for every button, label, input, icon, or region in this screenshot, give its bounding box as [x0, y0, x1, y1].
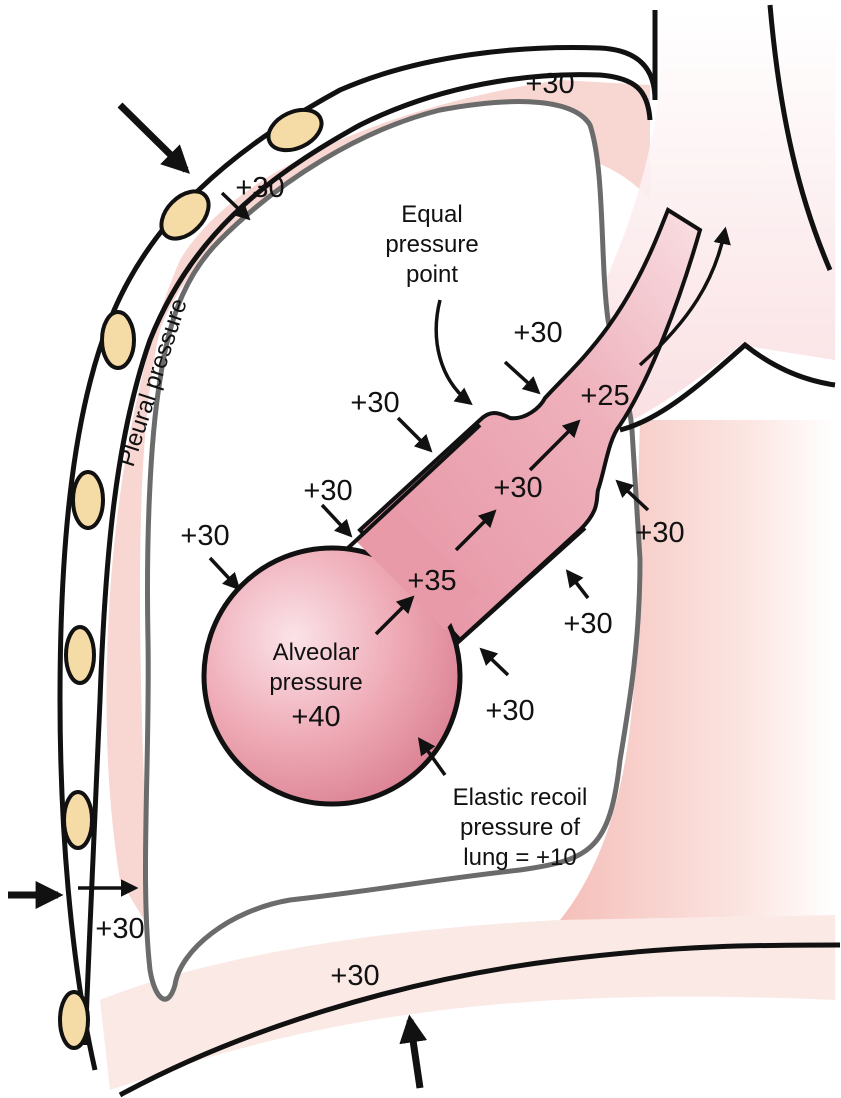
alveolar-value: +40: [291, 701, 340, 733]
elastic-label-line1: Elastic recoil: [453, 784, 588, 811]
equal-label-line3: point: [406, 261, 458, 288]
elastic-label-line3: lung = +10: [463, 844, 576, 871]
pleural-value-top: +30: [525, 68, 574, 100]
pleural-value-right: +30: [635, 517, 684, 549]
airway-pressure-25: +25: [580, 380, 629, 412]
alveolar-label-line2: pressure: [269, 669, 362, 696]
pleural-value-lower: +30: [485, 695, 534, 727]
pleural-value-near-epp: +30: [513, 317, 562, 349]
equal-label-line1: Equal: [401, 201, 462, 228]
elastic-label-line2: pressure of: [460, 814, 580, 841]
alveolar-label-line1: Alveolar: [273, 639, 360, 666]
pleural-value-bottom-left: +30: [95, 913, 144, 945]
airway-pressure-30: +30: [493, 472, 542, 504]
pleural-value-mid-upper: +30: [350, 387, 399, 419]
airway-pressure-35: +35: [407, 565, 456, 597]
pleural-value-right-lower: +30: [563, 608, 612, 640]
pleural-value-upper-left: +30: [235, 172, 284, 204]
pleural-value-mid: +30: [303, 475, 352, 507]
pleural-value-left: +30: [180, 520, 229, 552]
pleural-value-bottom: +30: [330, 960, 379, 992]
equal-label-line2: pressure: [385, 231, 478, 258]
pleural-space-bottom: [100, 915, 835, 1090]
